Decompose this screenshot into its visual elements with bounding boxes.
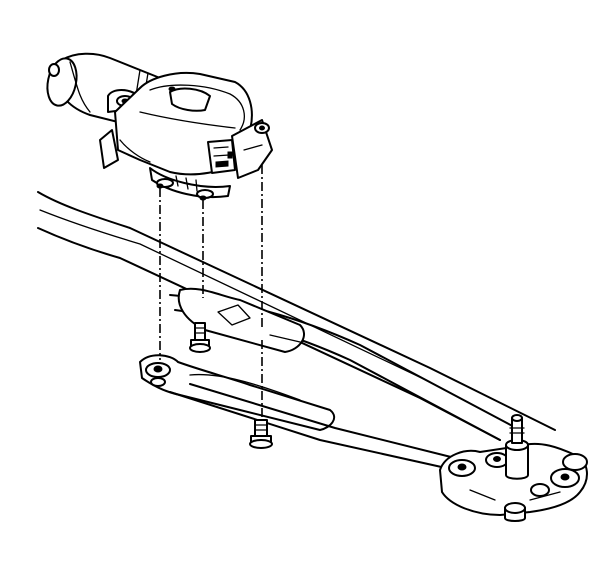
alignment-lines [159, 165, 263, 420]
motor-bolt-long [249, 419, 273, 449]
wiper-motor [46, 52, 273, 201]
wiper-pivot-right [439, 414, 588, 522]
motor-bolt-short [189, 322, 211, 353]
transmission-linkage [37, 191, 556, 471]
